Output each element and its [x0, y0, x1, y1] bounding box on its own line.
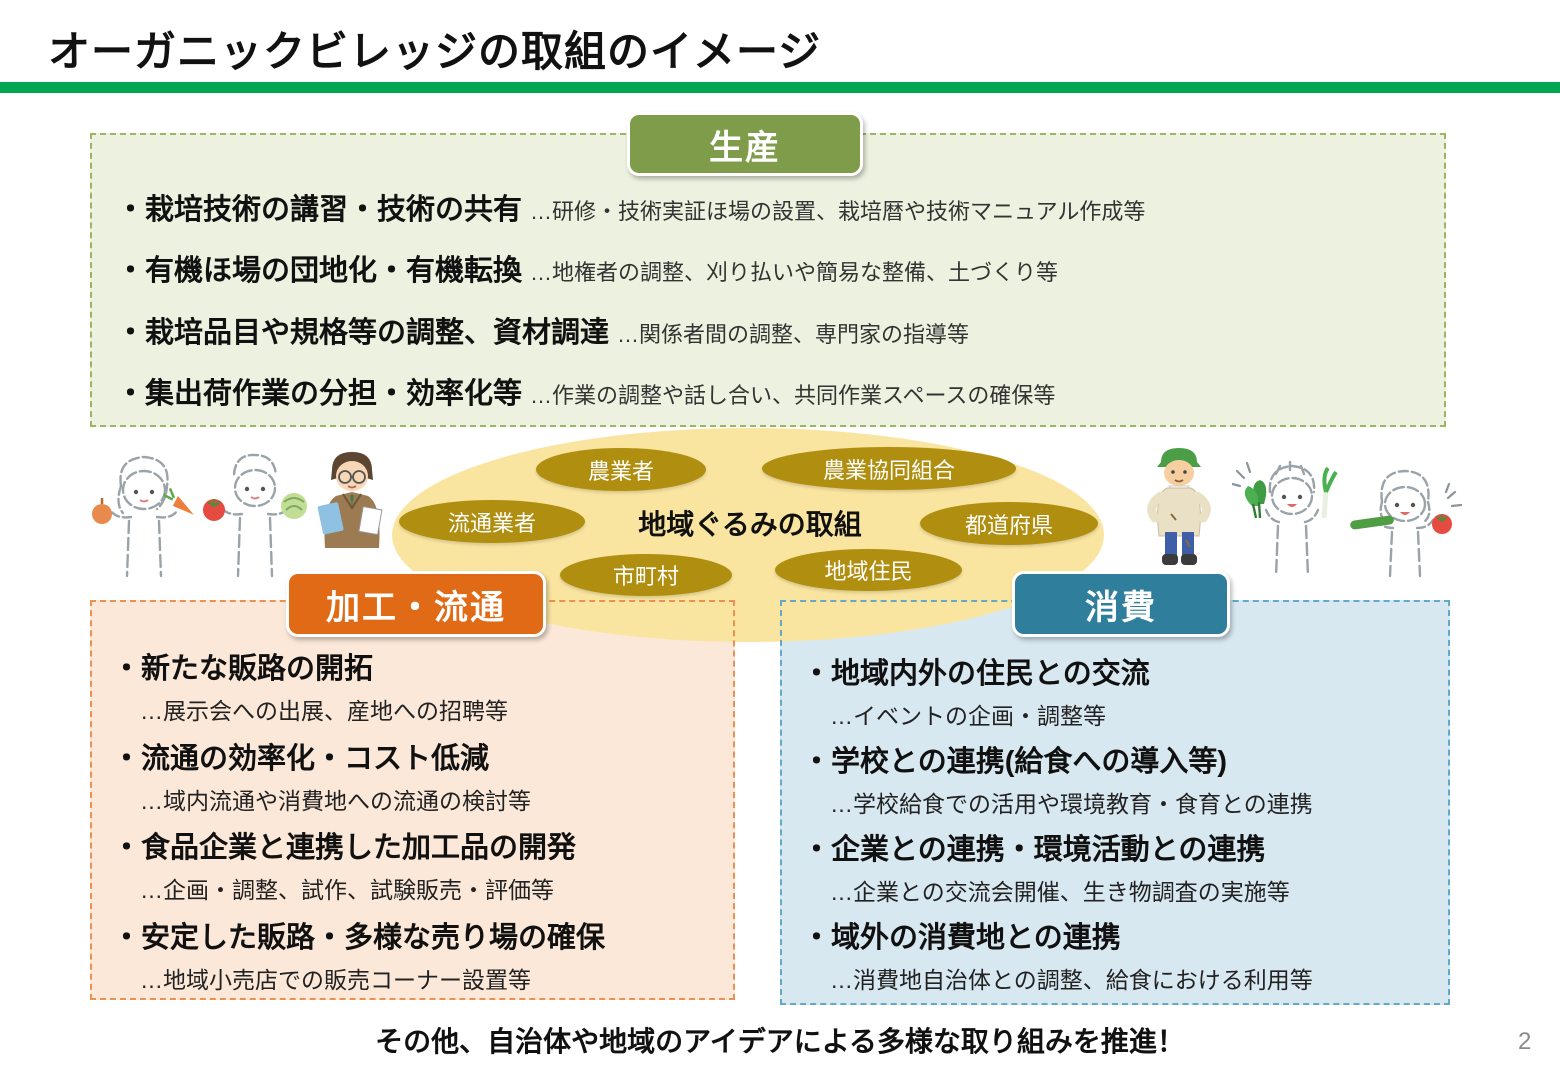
processing-item-desc: …企画・調整、試作、試験販売・評価等 — [140, 877, 554, 904]
farmer-illustration — [1147, 448, 1211, 565]
processing-item-title: ・食品企業と連携した加工品の開発 — [112, 832, 577, 865]
processing-item: ・安定した販路・多様な売り場の確保 …地域小売店での販売コーナー設置等 — [112, 914, 724, 995]
production-item-title: ・栽培品目や規格等の調整、資材調達 — [116, 316, 610, 349]
cucumber-icon — [1350, 515, 1394, 530]
title-underline — [0, 82, 1560, 93]
production-item-desc: …研修・技術実証ほ場の設置、栽培暦や技術マニュアル作成等 — [530, 198, 1146, 224]
consumption-item-title: ・学校との連携(給食への導入等) — [802, 746, 1228, 778]
consumption-item-desc: …イベントの企画・調整等 — [830, 703, 1106, 729]
production-item: ・集出荷作業の分担・効率化等 …作業の調整や話し合い、共同作業スペースの確保等 — [116, 370, 1432, 412]
processing-box-fill — [90, 600, 735, 1000]
processing-item-list: ・新たな販路の開拓 …展示会への出展、産地への招聘等 ・流通の効率化・コスト低減… — [112, 645, 724, 995]
tomato-icon — [1432, 514, 1452, 534]
consumption-item-title: ・域外の消費地との連携 — [802, 922, 1121, 954]
consumption-item-desc: …学校給食での活用や環境教育・食育との連携 — [830, 791, 1313, 817]
businessman-illustration — [317, 452, 383, 548]
actor-badge-agricultural-cooperative: 農業協同組合 — [762, 447, 1016, 490]
consumer-woman-illustration — [92, 455, 194, 578]
production-item: ・有機ほ場の団地化・有機転換 …地権者の調整、刈り払いや簡易な整備、土づくり等 — [116, 247, 1432, 289]
processing-item-title: ・安定した販路・多様な売り場の確保 — [112, 921, 606, 954]
processing-item: ・食品企業と連携した加工品の開発 …企画・調整、試作、試験販売・評価等 — [112, 824, 724, 905]
child-with-greens-illustration — [1232, 460, 1338, 578]
production-item-title: ・集出荷作業の分担・効率化等 — [116, 378, 523, 411]
actor-badge-distributors: 流通業者 — [399, 500, 585, 543]
carrot-icon — [163, 487, 194, 515]
production-box-fill — [90, 133, 1446, 427]
consumption-item-list: ・地域内外の住民との交流 …イベントの企画・調整等 ・学校との連携(給食への導入… — [802, 650, 1442, 995]
consumer-man-illustration — [203, 453, 307, 578]
processing-item-desc: …域内流通や消費地への流通の検討等 — [140, 787, 531, 814]
consumption-item: ・学校との連携(給食への導入等) …学校給食での活用や環境教育・食育との連携 — [802, 738, 1442, 819]
production-item: ・栽培技術の講習・技術の共有 …研修・技術実証ほ場の設置、栽培暦や技術マニュアル作… — [116, 186, 1432, 228]
production-header: 生産 — [627, 112, 863, 176]
production-item-desc: …地権者の調整、刈り払いや簡易な整備、土づくり等 — [530, 260, 1059, 286]
production-item-list: ・栽培技術の講習・技術の共有 …研修・技術実証ほ場の設置、栽培暦や技術マニュアル作… — [116, 176, 1432, 422]
processing-header: 加工・流通 — [286, 571, 546, 637]
consumption-item: ・域外の消費地との連携 …消費地自治体との調整、給食における利用等 — [802, 914, 1442, 995]
woman-with-vegetables-illustration — [1350, 469, 1462, 578]
consumption-item-desc: …消費地自治体との調整、給食における利用等 — [830, 967, 1313, 993]
actor-badge-farmers: 農業者 — [536, 448, 706, 491]
production-item-title: ・有機ほ場の団地化・有機転換 — [116, 255, 523, 288]
consumption-item-title: ・地域内外の住民との交流 — [802, 658, 1150, 690]
tomato-icon — [203, 499, 225, 521]
actor-badge-municipalities: 市町村 — [560, 554, 732, 596]
community-hub-label: 地域ぐるみの取組 — [638, 509, 862, 540]
actor-badge-prefectures: 都道府県 — [920, 502, 1098, 545]
consumption-item: ・企業との連携・環境活動との連携 …企業との交流会開催、生き物調査の実施等 — [802, 826, 1442, 907]
consumption-box-fill — [780, 600, 1450, 1005]
page-title: オーガニックビレッジの取組のイメージ — [48, 28, 822, 75]
processing-item: ・新たな販路の開拓 …展示会への出展、産地への招聘等 — [112, 645, 724, 726]
production-item-desc: …作業の調整や話し合い、共同作業スペースの確保等 — [530, 383, 1056, 409]
processing-item-desc: …地域小売店での販売コーナー設置等 — [140, 966, 531, 993]
processing-item-title: ・流通の効率化・コスト低減 — [112, 742, 490, 775]
consumption-item-title: ・企業との連携・環境活動との連携 — [802, 834, 1266, 866]
green-onion-icon — [1321, 466, 1338, 519]
cabbage-icon — [281, 493, 307, 519]
actor-badge-local-residents: 地域住民 — [775, 549, 962, 591]
onion-icon — [92, 498, 112, 524]
production-item-desc: …関係者間の調整、専門家の指導等 — [617, 321, 970, 347]
spinach-icon — [1244, 480, 1267, 519]
processing-item: ・流通の効率化・コスト低減 …域内流通や消費地への流通の検討等 — [112, 735, 724, 816]
footer-note: その他、自治体や地域のアイデアによる多様な取り組みを推進！ — [375, 1026, 1185, 1057]
consumption-header: 消費 — [1012, 571, 1230, 637]
production-item-title: ・栽培技術の講習・技術の共有 — [116, 193, 523, 226]
production-item: ・栽培品目や規格等の調整、資材調達 …関係者間の調整、専門家の指導等 — [116, 309, 1432, 351]
consumption-item-desc: …企業との交流会開催、生き物調査の実施等 — [830, 879, 1290, 905]
processing-item-title: ・新たな販路の開拓 — [112, 653, 374, 685]
processing-item-desc: …展示会への出展、産地への招聘等 — [140, 698, 508, 724]
page-number: 2 — [1518, 1028, 1532, 1055]
consumption-item: ・地域内外の住民との交流 …イベントの企画・調整等 — [802, 650, 1442, 731]
